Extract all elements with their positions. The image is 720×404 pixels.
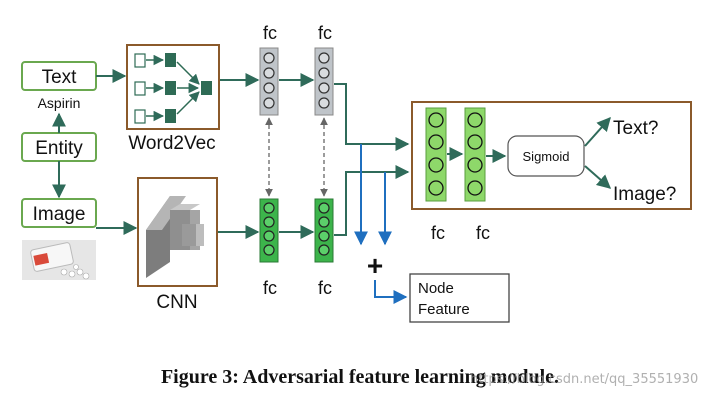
image-input-box: Image xyxy=(21,198,97,228)
image-question-label: Image? xyxy=(613,184,676,205)
node-feature-line2: Feature xyxy=(418,301,470,318)
fc-label-bottom-1: fc xyxy=(263,278,277,298)
fc-label-top-2: fc xyxy=(318,23,332,43)
fc-layer-text-1 xyxy=(259,47,279,116)
fc-label-top-1: fc xyxy=(263,23,277,43)
text-example-label: Aspirin xyxy=(38,95,81,111)
text-feature-to-discriminator-arrow xyxy=(334,83,410,151)
watermark: https://blog.csdn.net/qq_35551930 xyxy=(470,372,699,387)
word2vec-label: Word2Vec xyxy=(128,133,215,154)
text-question-label: Text? xyxy=(613,118,658,139)
word2vec-box xyxy=(126,44,220,130)
plus-sign: + xyxy=(367,250,383,281)
text-input-label: Text xyxy=(42,67,78,88)
fc-layer-image-1 xyxy=(259,198,279,263)
image-feature-to-discriminator-arrow xyxy=(334,165,410,236)
plus-to-node-feature-arrow xyxy=(374,280,408,304)
cnn-label: CNN xyxy=(156,292,197,313)
fc-label-disc-1: fc xyxy=(431,223,445,243)
fc-label-disc-2: fc xyxy=(476,223,490,243)
fc-label-bottom-2: fc xyxy=(318,278,332,298)
figure-caption: Figure 3: Adversarial feature learning m… xyxy=(160,366,560,388)
entity-label: Entity xyxy=(35,138,83,159)
text-input-box: Text xyxy=(21,61,97,91)
node-feature-line1: Node xyxy=(418,280,454,297)
pill-bottle-image xyxy=(22,240,96,280)
cnn-box xyxy=(137,177,218,287)
entity-box: Entity xyxy=(21,132,97,162)
discriminator-box: Sigmoid xyxy=(411,101,692,210)
node-feature-box: Node Feature xyxy=(409,273,510,323)
sigmoid-label: Sigmoid xyxy=(523,149,570,164)
image-input-label: Image xyxy=(33,204,86,225)
fc-layer-image-2 xyxy=(314,198,334,263)
fc-layer-text-2 xyxy=(314,47,334,116)
